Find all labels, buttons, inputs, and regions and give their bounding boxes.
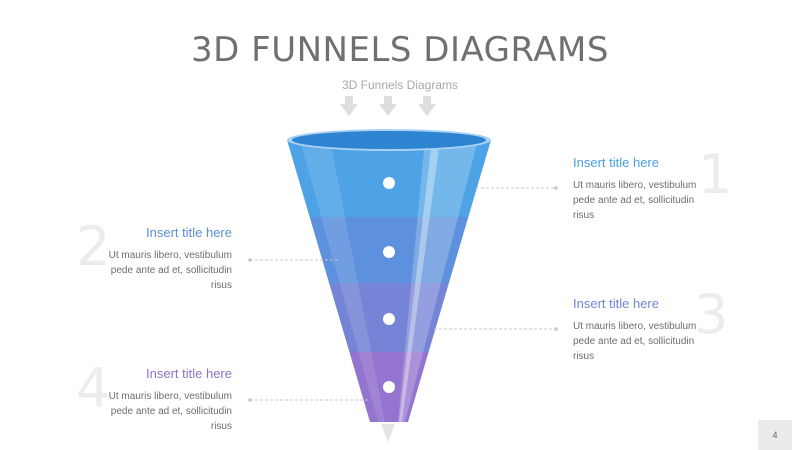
step-number-4: 4 bbox=[76, 357, 111, 420]
block-title: Insert title here bbox=[573, 155, 659, 170]
text-block-3: Insert title here Ut mauris libero, vest… bbox=[573, 296, 698, 364]
top-arrows bbox=[340, 96, 436, 116]
arrow-down-icon bbox=[381, 424, 395, 442]
text-block-4: Insert title here Ut mauris libero, vest… bbox=[107, 366, 232, 434]
step-number-1: 1 bbox=[698, 143, 733, 206]
funnel-opening bbox=[292, 131, 486, 149]
arrow-down-icon bbox=[379, 96, 397, 116]
step-number-3: 3 bbox=[694, 283, 729, 346]
step-number-2: 2 bbox=[76, 215, 111, 278]
arrow-down-icon bbox=[340, 96, 358, 116]
text-block-1: Insert title here Ut mauris libero, vest… bbox=[573, 155, 698, 223]
level-dot-4 bbox=[383, 381, 395, 393]
text-block-2: Insert title here Ut mauris libero, vest… bbox=[107, 225, 232, 293]
slide-title: 3D FUNNELS DIAGRAMS bbox=[191, 30, 609, 70]
arrow-down-icon bbox=[418, 96, 436, 116]
block-title: Insert title here bbox=[146, 366, 232, 381]
level-dot-1 bbox=[383, 177, 395, 189]
block-description: Ut mauris libero, vestibulum pede ante a… bbox=[108, 250, 232, 291]
block-title: Insert title here bbox=[146, 225, 232, 240]
level-dot-2 bbox=[383, 246, 395, 258]
block-description: Ut mauris libero, vestibulum pede ante a… bbox=[573, 180, 697, 221]
slide-subtitle: 3D Funnels Diagrams bbox=[341, 78, 459, 92]
block-description: Ut mauris libero, vestibulum pede ante a… bbox=[573, 321, 697, 362]
level-dot-3 bbox=[383, 313, 395, 325]
page-number: 4 bbox=[758, 420, 792, 450]
block-title: Insert title here bbox=[573, 296, 659, 311]
block-description: Ut mauris libero, vestibulum pede ante a… bbox=[108, 391, 232, 432]
